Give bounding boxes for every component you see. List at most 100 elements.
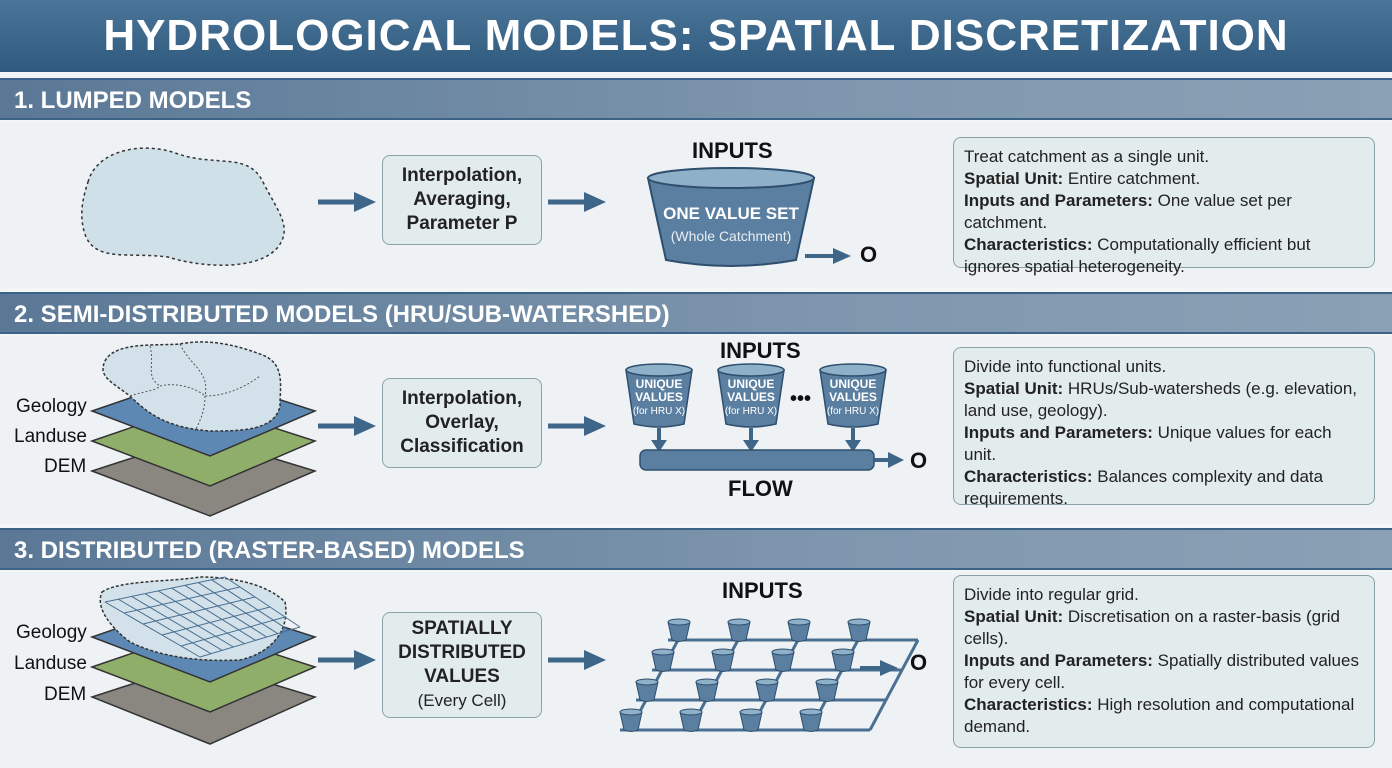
arrow-icon (318, 650, 376, 670)
bucket-title: VALUES (829, 390, 877, 404)
grid-cell-bucket (815, 678, 839, 702)
bucket-subtitle: (for HRU X) (632, 406, 686, 417)
desc-label: Spatial Unit: (964, 607, 1064, 626)
distributed-description: Divide into regular grid. Spatial Unit: … (953, 575, 1375, 748)
arrow-icon (318, 416, 376, 436)
output-label: O (860, 242, 878, 267)
semi-process-box: Interpolation, Overlay, Classification (382, 378, 542, 468)
desc-intro: Divide into functional units. (964, 357, 1167, 376)
grid-cell-bucket (695, 678, 719, 702)
grid-cell-bucket (771, 648, 795, 672)
layer-label-dem: DEM (44, 456, 87, 477)
grid-cell-bucket (755, 678, 779, 702)
process-line: Interpolation, (401, 388, 523, 409)
bucket-title: UNIQUE (635, 377, 683, 391)
grid-cell-bucket (667, 618, 691, 642)
desc-text: High resolution and computational demand… (964, 695, 1355, 736)
process-subtitle: (Every Cell) (417, 691, 507, 710)
layer-stack-icon (89, 341, 318, 517)
arrow-icon (548, 192, 606, 212)
desc-intro: Divide into regular grid. (964, 585, 1139, 604)
inputs-label: INPUTS (722, 578, 803, 603)
grid-cell-bucket (787, 618, 811, 642)
arrow-icon (548, 416, 606, 436)
grid-cell-bucket (619, 708, 643, 732)
bucket-title: UNIQUE (727, 377, 775, 391)
desc-label: Inputs and Parameters: (964, 191, 1153, 210)
grid-cell-bucket (679, 708, 703, 732)
arrow-icon (318, 192, 376, 212)
bucket-icon (646, 167, 816, 267)
lumped-description: Treat catchment as a single unit. Spatia… (953, 137, 1375, 276)
desc-text: Spatially distributed values for every c… (964, 651, 1359, 692)
catchment-shape (81, 147, 285, 266)
process-line: SPATIALLY (411, 618, 513, 639)
inputs-label: INPUTS (720, 338, 801, 363)
desc-label: Spatial Unit: (964, 379, 1064, 398)
desc-text: Computationally efficient but ignores sp… (964, 235, 1311, 276)
layer-label-landuse: Landuse (14, 653, 87, 674)
grid-cell-bucket (711, 648, 735, 672)
process-line: Averaging, (413, 189, 511, 210)
desc-text: One value set per catchment. (964, 191, 1292, 232)
bucket-title: VALUES (635, 390, 683, 404)
desc-intro: Treat catchment as a single unit. (964, 147, 1210, 166)
layer-label-geology: Geology (16, 396, 87, 417)
bucket-subtitle: (Whole Catchment) (670, 228, 792, 244)
bucket-title: VALUES (727, 390, 775, 404)
process-line: Overlay, (425, 412, 499, 433)
process-line: DISTRIBUTED (398, 642, 526, 663)
desc-text: HRUs/Sub-watersheds (e.g. elevation, lan… (964, 379, 1358, 420)
grid-cell-bucket (727, 618, 751, 642)
layer-label-dem: DEM (44, 684, 87, 705)
process-line: VALUES (424, 666, 500, 687)
desc-label: Characteristics: (964, 467, 1093, 486)
output-arrow-icon (805, 248, 851, 264)
grid-cell-bucket (799, 708, 823, 732)
layer-label-geology: Geology (16, 622, 87, 643)
desc-text: Balances complexity and data requirement… (964, 467, 1324, 508)
process-line: Classification (400, 436, 524, 457)
layer-label-landuse: Landuse (14, 426, 87, 447)
page-title: HYDROLOGICAL MODELS: SPATIAL DISCRETIZAT… (0, 0, 1392, 72)
flow-pipe-icon (639, 449, 904, 471)
raster-layer-stack-icon (89, 576, 318, 745)
distributed-panel: Geology Landuse DEM SPATIALLY DISTRIBUTE… (0, 572, 1392, 768)
input-grid-icon (619, 618, 920, 732)
bucket-subtitle: (for HRU X) (826, 406, 880, 417)
semi-description: Divide into functional units. Spatial Un… (953, 347, 1375, 508)
process-line: Parameter P (406, 213, 518, 234)
grid-cell-bucket (651, 648, 675, 672)
desc-text: Entire catchment. (1063, 169, 1201, 188)
section-heading-distributed: 3. DISTRIBUTED (RASTER-BASED) MODELS (0, 528, 1392, 570)
desc-text: Unique values for each unit. (964, 423, 1332, 464)
inputs-label: INPUTS (692, 138, 773, 163)
process-line: Interpolation, (401, 165, 523, 186)
desc-label: Inputs and Parameters: (964, 423, 1153, 442)
desc-label: Characteristics: (964, 695, 1093, 714)
distributed-process-box: SPATIALLY DISTRIBUTED VALUES (Every Cell… (382, 612, 542, 718)
section-heading-semi-distributed: 2. SEMI-DISTRIBUTED MODELS (HRU/SUB-WATE… (0, 292, 1392, 334)
desc-label: Characteristics: (964, 235, 1093, 254)
bucket-subtitle: (for HRU X) (724, 406, 778, 417)
grid-cell-bucket (635, 678, 659, 702)
desc-text: Discretisation on a raster-basis (grid c… (964, 607, 1340, 648)
output-label: O (910, 650, 928, 675)
arrow-icon (548, 650, 606, 670)
bucket-title: ONE VALUE SET (663, 204, 799, 223)
lumped-panel: Interpolation, Averaging, Parameter P IN… (0, 122, 1392, 288)
desc-label: Spatial Unit: (964, 169, 1064, 188)
flow-label: FLOW (728, 476, 793, 501)
grid-cell-bucket (847, 618, 871, 642)
grid-cell-bucket (831, 648, 855, 672)
lumped-process-box: Interpolation, Averaging, Parameter P (382, 155, 542, 245)
ellipsis: ••• (790, 388, 812, 410)
grid-cell-bucket (739, 708, 763, 732)
bucket-title: UNIQUE (829, 377, 877, 391)
output-label: O (910, 448, 928, 473)
desc-label: Inputs and Parameters: (964, 651, 1153, 670)
section-heading-lumped: 1. LUMPED MODELS (0, 78, 1392, 120)
